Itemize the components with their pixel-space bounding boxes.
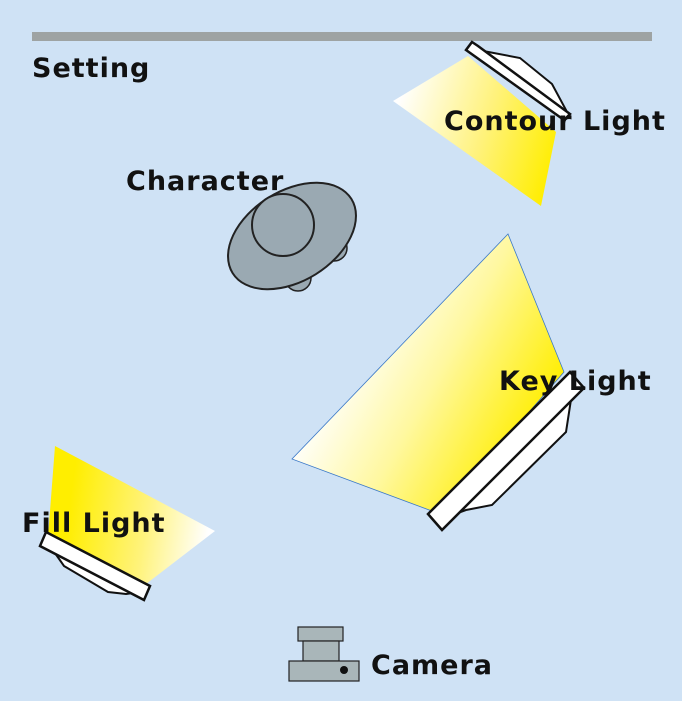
fill-light-fixture bbox=[38, 530, 152, 602]
contour-light-beam bbox=[393, 56, 556, 206]
character-figure bbox=[227, 181, 357, 292]
setting-wall bbox=[32, 32, 652, 41]
key-light-label: Key Light bbox=[499, 366, 652, 397]
contour-light-fixture bbox=[464, 40, 572, 122]
setting-label: Setting bbox=[32, 53, 150, 84]
fill-light-label: Fill Light bbox=[22, 508, 166, 539]
key-light-fixture bbox=[426, 370, 586, 532]
fill-light-beam bbox=[48, 446, 215, 584]
camera-label: Camera bbox=[371, 650, 493, 681]
contour-light-label: Contour Light bbox=[444, 106, 666, 137]
camera-icon bbox=[288, 626, 360, 682]
character-label: Character bbox=[126, 166, 284, 197]
